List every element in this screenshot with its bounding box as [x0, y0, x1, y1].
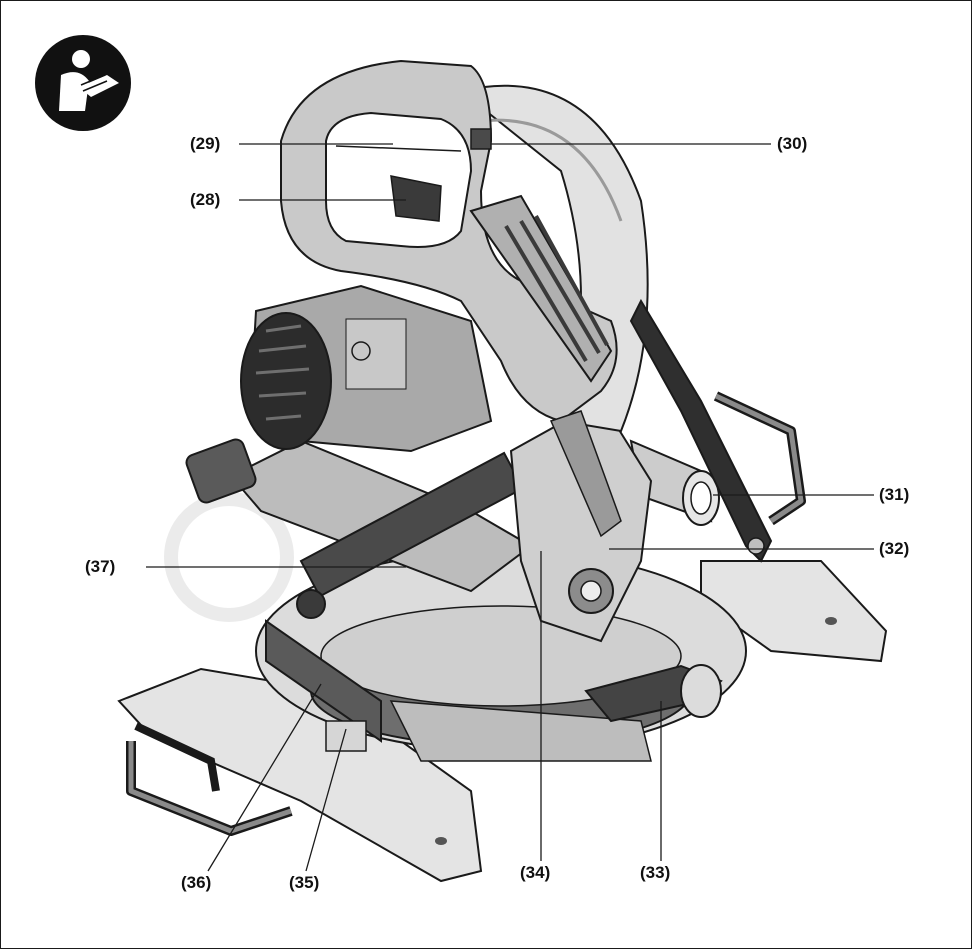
- callout-28: (28): [190, 190, 221, 209]
- callout-33: (33): [640, 863, 671, 882]
- leader-36: [207, 683, 322, 872]
- leader-35: [305, 728, 347, 872]
- dust-port: [629, 439, 720, 526]
- workpiece-clamp: [185, 438, 533, 752]
- callout-30: (30): [777, 134, 808, 153]
- callout-31: (31): [879, 485, 910, 504]
- callout-29: (29): [190, 134, 221, 153]
- callout-36: (36): [181, 873, 212, 892]
- read-manual-icon: [35, 35, 131, 131]
- callout-37: (37): [85, 557, 116, 576]
- callout-32: (32): [879, 539, 910, 558]
- saw-arm: [509, 399, 723, 723]
- callout-34: (34): [520, 863, 551, 882]
- callout-35: (35): [289, 873, 320, 892]
- saw-handle: [280, 59, 622, 538]
- motor-housing: [240, 284, 493, 453]
- leader-lines: [146, 143, 874, 872]
